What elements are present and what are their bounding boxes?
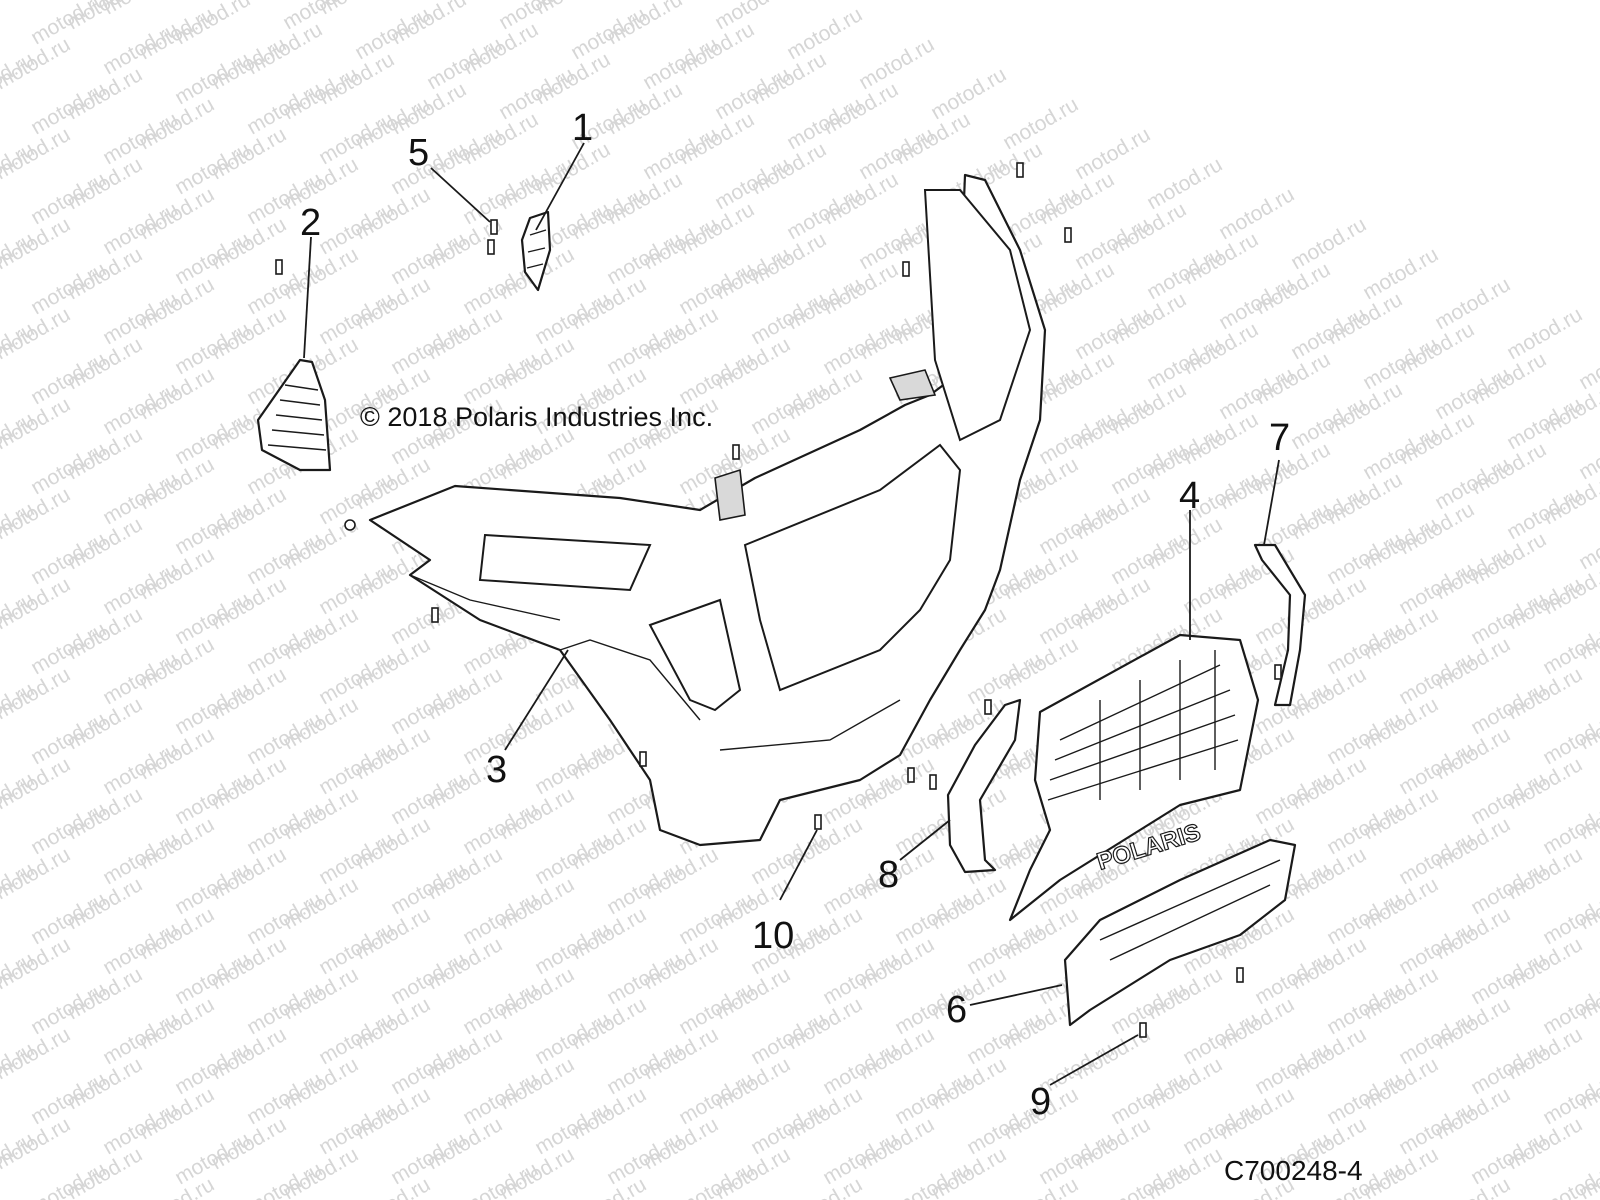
part-2-side-vent[interactable] — [256, 358, 332, 472]
screw-icon — [1236, 967, 1244, 983]
watermark-text: motod.ru — [1539, 1158, 1600, 1200]
callout-10[interactable]: 10 — [752, 915, 794, 957]
watermark-text: motod.ru — [0, 0, 38, 19]
screw-icon — [275, 259, 283, 275]
screw-icon — [929, 774, 937, 790]
watermark-text: motod.ru — [243, 1158, 326, 1200]
watermark-text: motod.ru — [675, 1158, 758, 1200]
screw-icon — [984, 699, 992, 715]
watermark-text: motod.ru — [999, 93, 1082, 154]
callout-4[interactable]: 4 — [1179, 475, 1200, 517]
watermark-text: motod.ru — [1287, 213, 1370, 274]
part-1-vent-strip[interactable] — [520, 210, 552, 292]
part-10-screw[interactable] — [814, 814, 822, 830]
screw-icon — [1064, 227, 1072, 243]
callout-7[interactable]: 7 — [1269, 417, 1290, 459]
part-5-screw[interactable] — [490, 219, 498, 235]
watermark-text: motod.ru — [27, 1158, 110, 1200]
callout-6[interactable]: 6 — [946, 989, 967, 1031]
watermark-text: motod.ru — [459, 1158, 542, 1200]
watermark-text: motod.ru — [1575, 513, 1600, 574]
part-3-front-fascia[interactable] — [368, 173, 1047, 847]
callout-1[interactable]: 1 — [572, 107, 593, 149]
callout-8[interactable]: 8 — [878, 854, 899, 896]
watermark-text: motod.ru — [927, 63, 1010, 124]
callout-9[interactable]: 9 — [1030, 1081, 1051, 1123]
part-7-right-trim[interactable] — [1253, 543, 1307, 707]
watermark-text: motod.ru — [1575, 333, 1600, 394]
watermark-text: motod.ru — [1215, 183, 1298, 244]
watermark-text: motod.ru — [783, 3, 866, 64]
screw-icon — [487, 239, 495, 255]
watermark-text: motod.ru — [1359, 243, 1442, 304]
drawing-number: C700248-4 — [1224, 1155, 1363, 1186]
screw-icon — [1016, 162, 1024, 178]
watermark-text: motod.ru — [1143, 153, 1226, 214]
watermark-text: motod.ru — [0, 0, 74, 4]
part-6-lower-panel[interactable] — [1063, 838, 1297, 1027]
callout-5[interactable]: 5 — [408, 132, 429, 174]
screw-icon — [1274, 664, 1282, 680]
watermark-text: motod.ru — [1503, 303, 1586, 364]
watermark-text: motod.ru — [27, 0, 110, 49]
watermark-text: motod.ru — [1107, 1158, 1190, 1200]
screw-icon — [902, 261, 910, 277]
watermark-text: motod.ru — [1071, 123, 1154, 184]
watermark-text: motod.ru — [891, 1158, 974, 1200]
screw-icon — [732, 444, 740, 460]
part-8-left-trim[interactable] — [946, 698, 1022, 874]
callout-3[interactable]: 3 — [486, 749, 507, 791]
part-9-screw[interactable] — [1139, 1022, 1147, 1038]
copyright-text: © 2018 Polaris Industries Inc. — [360, 402, 713, 432]
watermark-text: motod.ru — [1431, 273, 1514, 334]
screw-icon — [431, 607, 439, 623]
callout-2[interactable]: 2 — [300, 202, 321, 244]
callouts: 1 2 3 4 5 6 7 8 9 10 — [300, 107, 1290, 1123]
screws — [275, 162, 1282, 1038]
watermark-text: motod.ru — [1575, 423, 1600, 484]
clip-icon — [344, 519, 356, 531]
screw-icon — [907, 767, 915, 783]
watermark-text: motod.ru — [855, 33, 938, 94]
leader-lines — [303, 142, 1280, 1086]
screw-icon — [639, 751, 647, 767]
